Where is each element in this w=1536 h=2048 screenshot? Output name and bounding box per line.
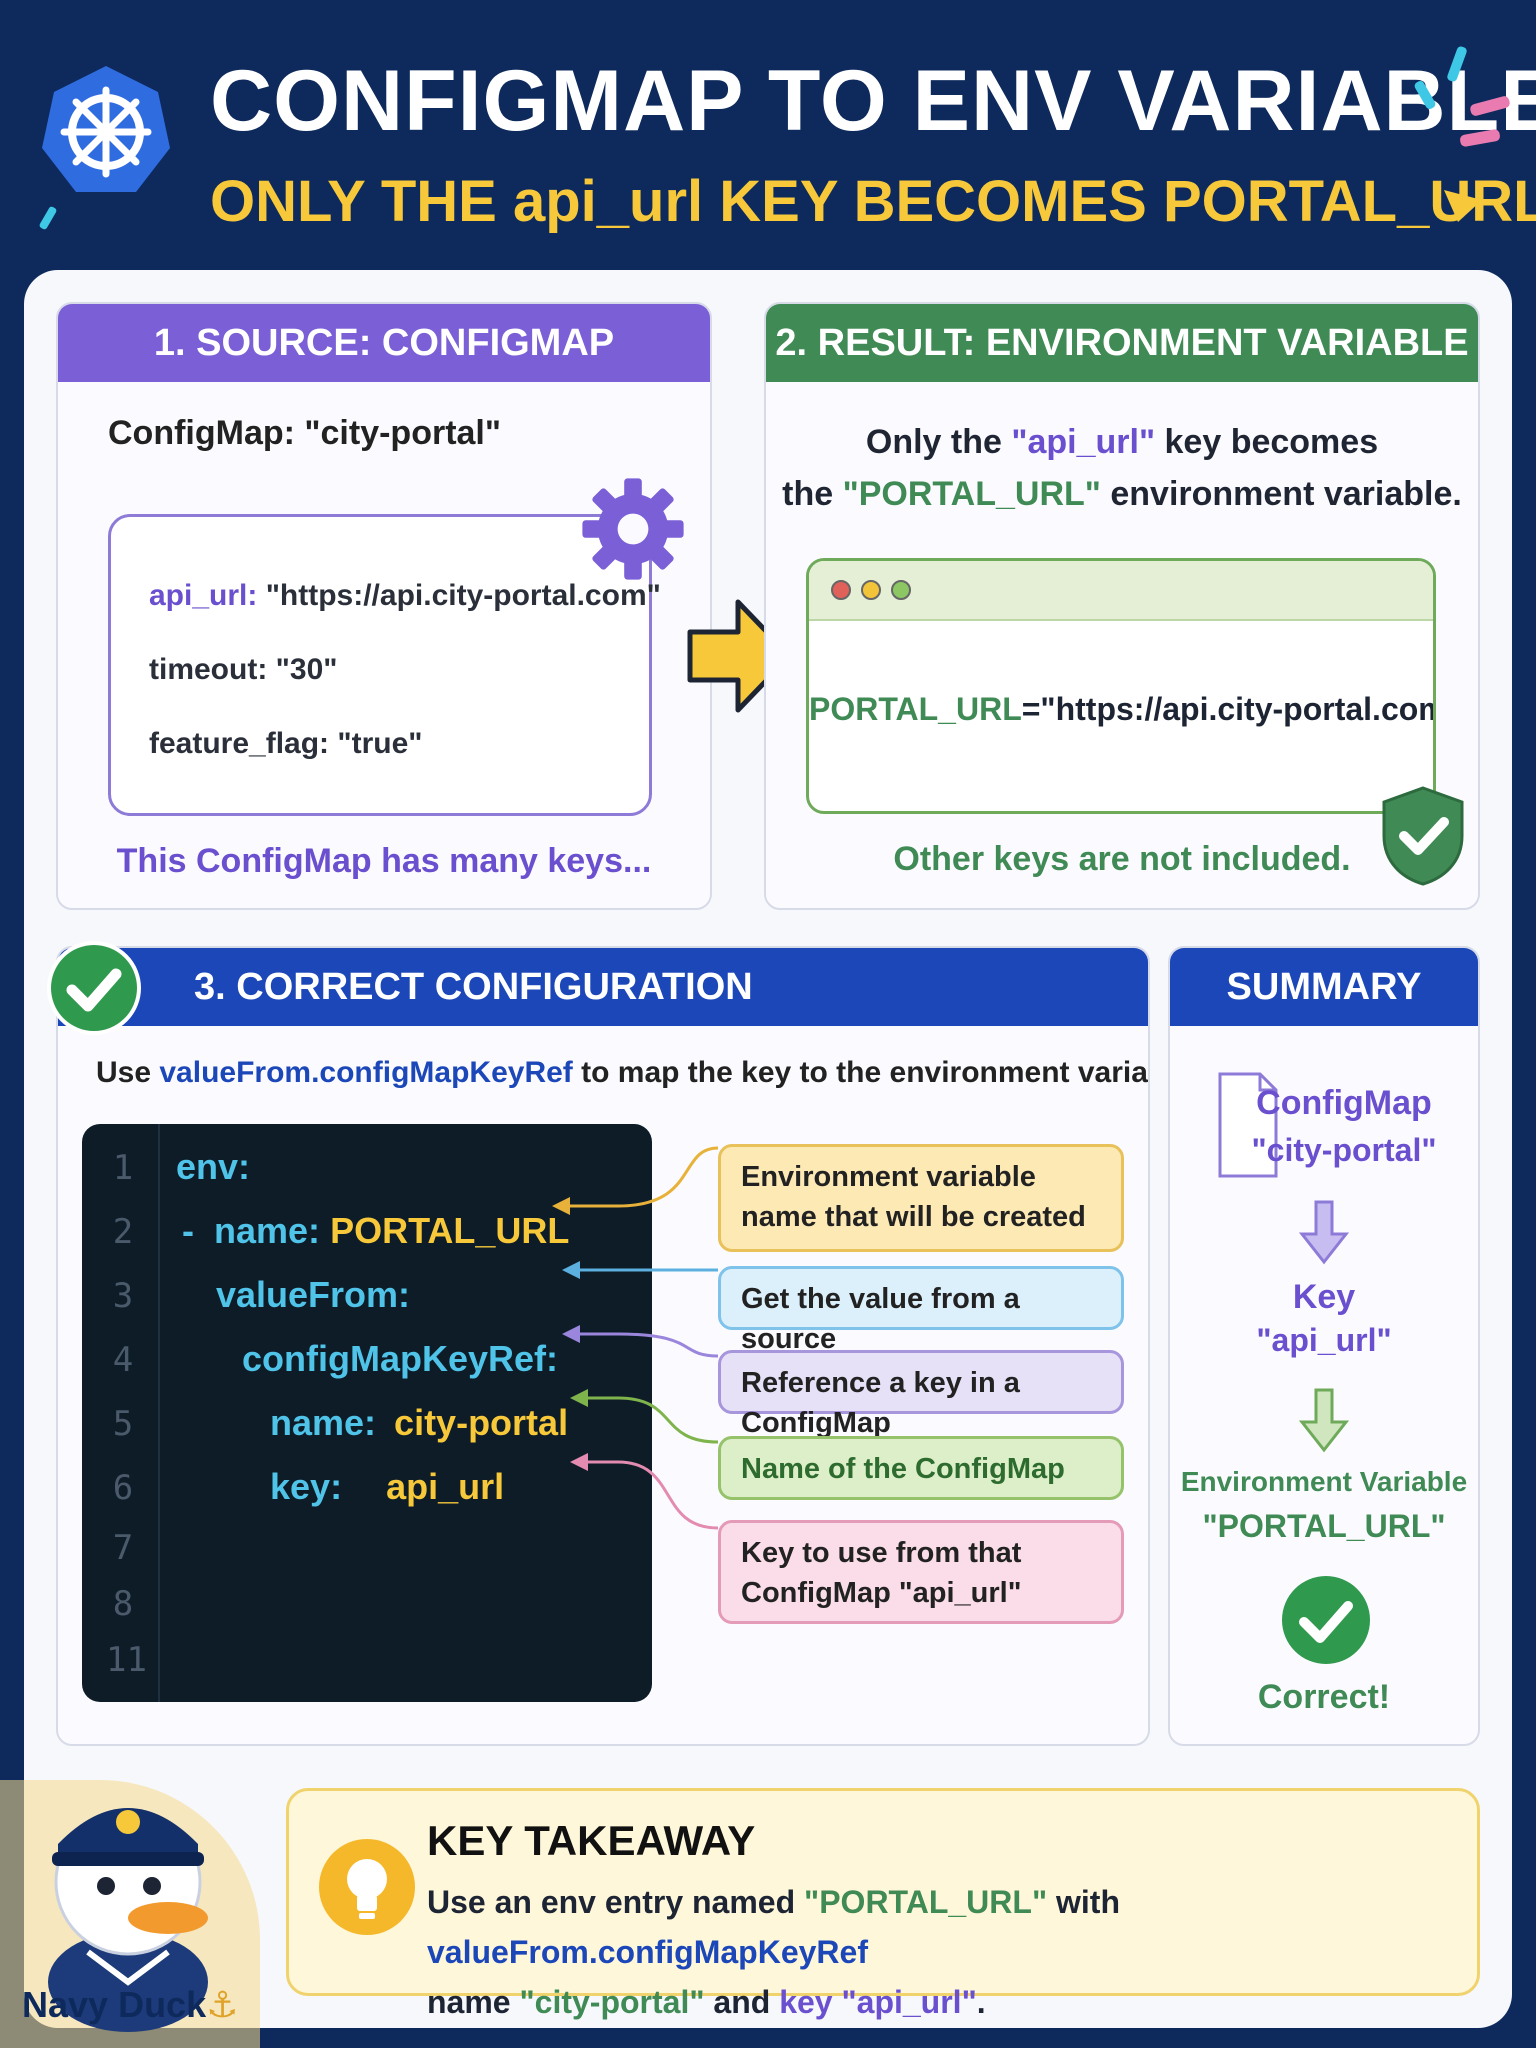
lightbulb-icon: [319, 1839, 415, 1935]
line-number: 5: [112, 1404, 134, 1444]
code-editor: 1 2 3 4 5 6 7 8 11 env: - name: PORTAL_U…: [82, 1124, 652, 1702]
configuration-panel: 3. CORRECT CONFIGURATION Use valueFrom.c…: [56, 946, 1150, 1746]
line-number: 7: [112, 1528, 134, 1568]
window-minimize-dot: [861, 580, 881, 600]
code-line-valuefrom: valueFrom:: [216, 1274, 411, 1315]
code-line-env: env:: [176, 1146, 251, 1187]
navy-duck-mascot-icon: [48, 1808, 208, 2032]
summary-configmap: ConfigMap: [1256, 1084, 1432, 1122]
summary-heading: SUMMARY: [1170, 948, 1478, 1026]
entry-timeout: timeout: "30": [149, 653, 338, 686]
result-note: Other keys are not included.: [893, 840, 1351, 878]
entry-api-url: api_url: "https://api.city-portal.com": [149, 579, 661, 612]
window-close-dot: [831, 580, 851, 600]
arrow-down-icon: [1298, 1200, 1350, 1265]
summary-configmap-name: "city-portal": [1251, 1132, 1437, 1168]
line-number: 2: [112, 1212, 134, 1252]
code-line-name: - name: PORTAL_URL: [182, 1210, 570, 1251]
check-circle-icon: [1282, 1576, 1370, 1664]
page-title: CONFIGMAP TO ENV VARIABLE: [210, 53, 1536, 149]
code-line-cm-name: name: city-portal: [270, 1402, 569, 1443]
confetti-icon: [1414, 46, 1510, 222]
window-maximize-dot: [891, 580, 911, 600]
gutter-divider: [158, 1124, 160, 1702]
configuration-instruction: Use valueFrom.configMapKeyRef to map the…: [96, 1056, 1150, 1089]
callout-cm-name: Name of the ConfigMap: [718, 1436, 1124, 1500]
source-panel: 1. SOURCE: CONFIGMAP ConfigMap: "city-po…: [56, 302, 712, 910]
callout-valuefrom: Get the value from a source: [718, 1266, 1124, 1355]
code-line-configmapkeyref: configMapKeyRef:: [242, 1338, 559, 1379]
document-icon: [1218, 1072, 1278, 1178]
summary-key-name: "api_url": [1256, 1322, 1392, 1358]
result-heading: 2. RESULT: ENVIRONMENT VARIABLE: [766, 304, 1478, 382]
result-panel: 2. RESULT: ENVIRONMENT VARIABLE Only the…: [764, 302, 1480, 910]
gear-icon: [582, 478, 684, 580]
result-description: Only the "api_url" key becomes the "PORT…: [782, 423, 1462, 513]
line-number: 1: [112, 1148, 134, 1188]
check-circle-icon: [47, 941, 141, 1035]
takeaway-title: KEY TAKEAWAY: [427, 1817, 756, 1864]
source-heading: 1. SOURCE: CONFIGMAP: [58, 304, 710, 382]
line-number: 3: [112, 1276, 134, 1316]
callout-env-name: Environment variable name that will be c…: [718, 1144, 1124, 1252]
configmap-label: ConfigMap: "city-portal": [108, 414, 501, 452]
summary-env: Environment Variable: [1180, 1466, 1468, 1497]
source-note: This ConfigMap has many keys...: [116, 842, 652, 880]
summary-env-name: "PORTAL_URL": [1202, 1508, 1446, 1544]
callout-configmapkeyref: Reference a key in a ConfigMap: [718, 1350, 1124, 1439]
entry-feature-flag: feature_flag: "true": [149, 727, 423, 760]
sparkle-icon: [39, 206, 57, 230]
kubernetes-logo-icon: [42, 66, 170, 192]
summary-key: Key: [1292, 1278, 1356, 1316]
line-number: 4: [112, 1340, 134, 1380]
key-takeaway-box: KEY TAKEAWAY Use an env entry named "POR…: [286, 1788, 1480, 2020]
configmap-entries-box: api_url: "https://api.city-portal.com" t…: [108, 514, 661, 816]
line-number: 8: [112, 1584, 134, 1624]
shield-check-icon: [1382, 786, 1464, 886]
configuration-heading: 3. CORRECT CONFIGURATION: [58, 948, 1148, 1026]
callout-connectors: [552, 1146, 719, 1530]
takeaway-text: Use an env entry named "PORTAL_URL" with…: [427, 1884, 1120, 2020]
code-line-key: key:api_url: [270, 1466, 505, 1507]
summary-panel: SUMMARY ConfigMap "city-portal" Key "api…: [1168, 946, 1480, 1746]
arrow-down-icon: [1298, 1388, 1350, 1453]
summary-correct: Correct!: [1257, 1678, 1391, 1716]
env-window: PORTAL_URL="https://api.city-portal.com": [806, 558, 1436, 814]
window-titlebar: [809, 561, 1433, 621]
callout-key: Key to use from that ConfigMap "api_url": [718, 1520, 1124, 1624]
env-assignment: PORTAL_URL="https://api.city-portal.com": [809, 691, 1436, 727]
page-subtitle: ONLY THE api_url KEY BECOMES PORTAL_URL: [210, 169, 1536, 234]
line-number: 6: [112, 1468, 134, 1508]
mascot-label: Navy Duck⚓: [22, 1984, 239, 2025]
